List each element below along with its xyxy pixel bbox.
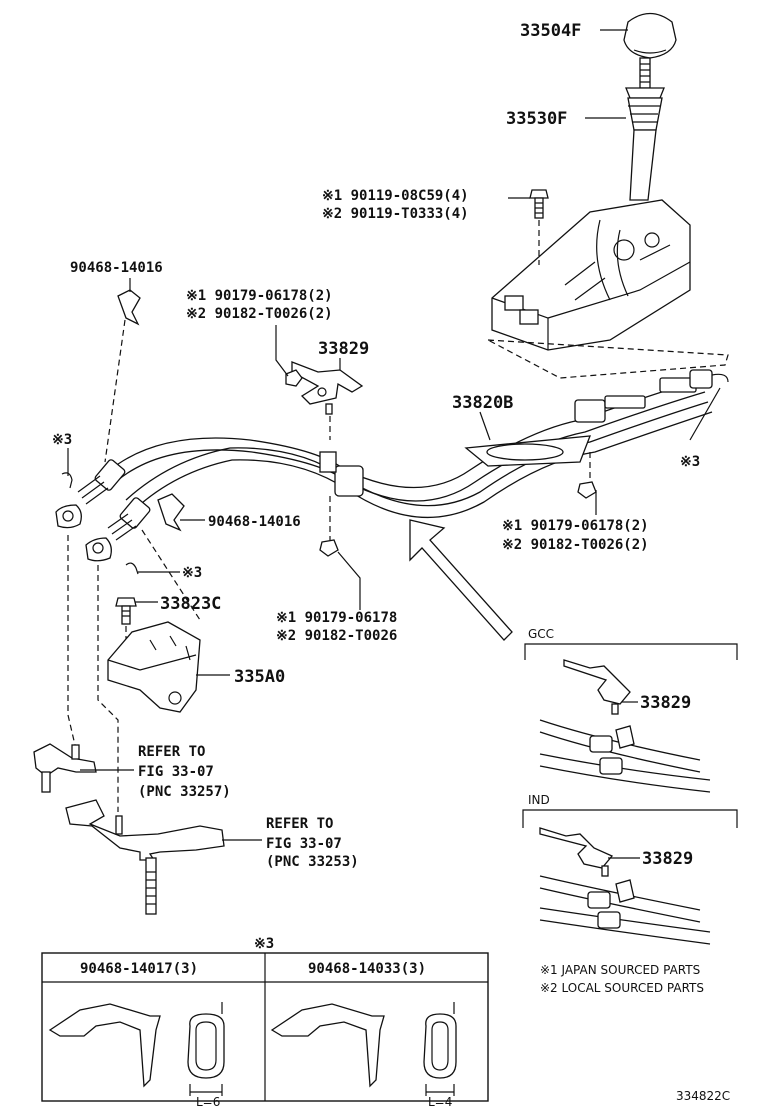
housing-bolt	[529, 189, 549, 219]
label-nut-right-note1: ※1 90179-06178(2)	[502, 518, 649, 534]
label-refer1-b: FIG 33-07	[138, 764, 214, 780]
label-refer2-b: FIG 33-07	[266, 836, 342, 852]
bracket-stud	[325, 403, 333, 415]
cable-end-lower	[85, 497, 151, 562]
shift-lever-housing	[491, 199, 691, 351]
clip-14033-end	[423, 1002, 457, 1096]
label-refer1-a: REFER TO	[138, 744, 205, 760]
label-legend2: ※2 LOCAL SOURCED PARTS	[540, 981, 704, 995]
ind-detail-frame	[522, 809, 738, 828]
label-dim2: L=4	[428, 1095, 452, 1109]
label-mark3-left: ※3	[52, 432, 72, 448]
label-clip-top: 90468-14016	[70, 260, 163, 276]
ind-detail	[539, 827, 711, 945]
clip-14017-end	[187, 1002, 225, 1096]
label-refer2-a: REFER TO	[266, 816, 333, 832]
bracket-33829	[291, 361, 364, 405]
label-knob: 33504F	[520, 21, 581, 41]
guide-clip-mid	[141, 529, 201, 621]
label-refer2-c: (PNC 33253)	[266, 854, 359, 870]
bolt-33823C	[115, 597, 137, 625]
clip-14033-side	[270, 1003, 385, 1088]
cable-end-upper	[55, 459, 126, 529]
label-lever: 33530F	[506, 109, 567, 129]
label-gcc-part: 33829	[640, 693, 691, 713]
shift-cable-assembly	[109, 369, 729, 518]
leader-lines	[67, 29, 721, 841]
nut-middle	[319, 539, 339, 557]
guide-end-lower	[97, 565, 119, 812]
label-bolt-note1: ※1 90119-08C59(4)	[322, 188, 469, 204]
label-clip-mid: 90468-14016	[208, 514, 301, 530]
label-table-col2: 90468-14033(3)	[308, 961, 426, 977]
housing-mount-outline	[487, 339, 729, 379]
label-ind-part: 33829	[642, 849, 693, 869]
clip-middle	[157, 493, 185, 532]
label-cable-assy: 33820B	[452, 393, 513, 413]
nut-right	[577, 481, 597, 499]
label-gcc-title: GCC	[528, 627, 554, 641]
label-figure-code: 334822C	[676, 1089, 730, 1103]
label-bolt-note2: ※2 90119-T0333(4)	[322, 206, 469, 222]
label-nut-mid-note1: ※1 90179-06178	[276, 610, 397, 626]
label-nut-right-note2: ※2 90182-T0026(2)	[502, 537, 649, 553]
label-ind-title: IND	[528, 793, 550, 807]
label-nut-mid-note2: ※2 90182-T0026	[276, 628, 397, 644]
label-dim1: L=6	[196, 1095, 220, 1109]
guide-end-upper	[67, 535, 76, 746]
label-refer1-c: (PNC 33257)	[138, 784, 231, 800]
label-mark3-right: ※3	[680, 454, 700, 470]
shift-knob	[623, 12, 677, 59]
select-lever-linkage	[33, 743, 97, 793]
label-nut-top-note1: ※1 90179-06178(2)	[186, 288, 333, 304]
bracket-335A0	[107, 621, 201, 713]
label-nut-top-note2: ※2 90182-T0026(2)	[186, 306, 333, 322]
label-bracket: 33829	[318, 339, 369, 359]
pin-middle	[125, 562, 139, 575]
label-legend1: ※1 JAPAN SOURCED PARTS	[540, 963, 700, 977]
pin-left	[61, 472, 73, 489]
clip-table	[41, 952, 489, 1102]
shift-lever-linkage	[65, 799, 225, 915]
label-table-mark: ※3	[254, 936, 274, 952]
label-bolt-mid: 33823C	[160, 594, 221, 614]
view-arrow	[409, 519, 513, 641]
gcc-detail	[539, 659, 711, 793]
clip-upper-guide	[104, 319, 126, 463]
label-bracket-lower: 335A0	[234, 667, 285, 687]
shift-lever	[625, 57, 665, 201]
label-mark3-mid: ※3	[182, 565, 202, 581]
gcc-detail-frame	[524, 643, 738, 660]
clip-14017-side	[48, 1003, 161, 1088]
clip-upper	[117, 289, 141, 326]
label-table-col1: 90468-14017(3)	[80, 961, 198, 977]
nut-bracket	[285, 369, 303, 387]
